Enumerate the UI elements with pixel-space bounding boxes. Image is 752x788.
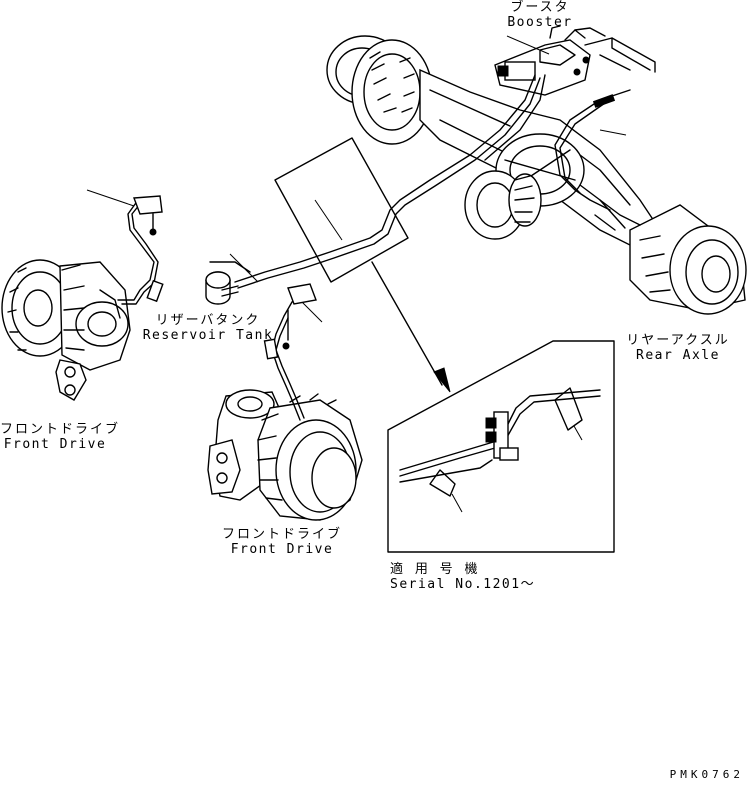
detail-callout-frame [274, 137, 451, 393]
reservoir-tank-label-en: Reservoir Tank [142, 328, 274, 343]
drawing-code: PMK0762 [669, 768, 744, 781]
booster-label: ブースタ Booster [500, 0, 580, 30]
leader-lines [86, 35, 627, 323]
booster-unit [494, 25, 656, 108]
front-drive-center-label-jp: フロントドライブ [222, 527, 343, 542]
serial-label: 適 用 号 機 Serial No.1201～ [390, 562, 535, 592]
reservoir-tank-label: リザーバタンク Reservoir Tank [138, 313, 278, 343]
front-drive-left-label-en: Front Drive [3, 437, 107, 452]
rear-axle-label: リヤーアクスル Rear Axle [618, 333, 738, 363]
reservoir-tank [205, 271, 239, 305]
front-drive-left-label-jp: フロントドライブ [0, 422, 121, 437]
booster-label-en: Booster [507, 15, 573, 30]
serial-label-jp: 適 用 号 機 [390, 562, 480, 577]
rear-axle-label-jp: リヤーアクスル [626, 333, 730, 348]
booster-label-jp: ブースタ [510, 0, 570, 15]
brake-pipes [209, 74, 611, 289]
front-drive-center-label: フロントドライブ Front Drive [222, 527, 342, 557]
serial-label-en: Serial No.1201～ [390, 577, 536, 592]
rear-axle-label-en: Rear Axle [636, 348, 720, 363]
front-drive-center-unit [207, 283, 363, 521]
front-drive-left-unit [1, 195, 164, 401]
detail-view-box [387, 340, 615, 553]
front-drive-left-label: フロントドライブ Front Drive [0, 422, 121, 452]
front-drive-center-label-en: Front Drive [230, 542, 334, 557]
reservoir-tank-label-jp: リザーバタンク [155, 313, 261, 328]
